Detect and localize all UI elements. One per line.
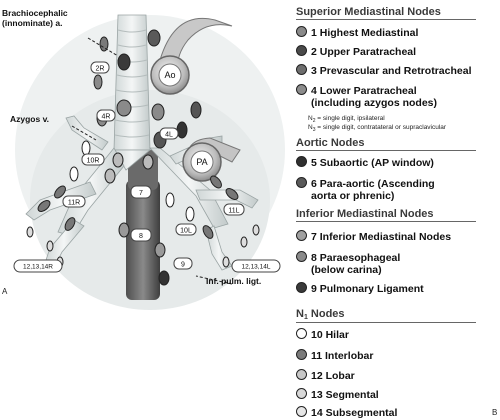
legend-item-7: 7 Inferior Mediastinal Nodes xyxy=(296,230,451,243)
tag-4r-box xyxy=(96,109,116,122)
legend-swatch xyxy=(296,349,307,360)
tag-10l-box xyxy=(175,223,197,236)
legend-swatch xyxy=(296,328,307,339)
legend-swatch xyxy=(296,230,307,241)
station-4r: 4R xyxy=(102,114,111,121)
station-tags xyxy=(13,61,281,273)
legend-item-11: 11 Interlobar xyxy=(296,349,373,362)
legend-item-2: 2 Upper Paratracheal xyxy=(296,45,416,58)
aorta xyxy=(150,17,233,95)
inf-pulm-ligt-label: Inf. pulm. ligt. xyxy=(206,276,262,286)
legend-swatch xyxy=(296,282,307,293)
pulmonary-artery xyxy=(182,137,241,182)
legend-swatch xyxy=(296,45,307,56)
legend-item-12: 12 Lobar xyxy=(296,369,355,382)
station-labels: 2R 4R 4L 10R 11R 10L 11L 7 8 9 12,13,14R… xyxy=(23,66,271,271)
station-2r: 2R xyxy=(96,66,105,73)
station-4l: 4L xyxy=(165,132,173,139)
legend-swatch xyxy=(296,369,307,380)
brachiocephalic-label: Brachiocephalic (innominate) a. xyxy=(2,8,68,28)
panel-letter-b: B xyxy=(492,408,498,417)
tag-11r-box xyxy=(62,195,86,208)
tag-12-13-14r-box xyxy=(13,259,63,273)
legend-swatch xyxy=(296,84,307,95)
legend-swatch xyxy=(296,156,307,167)
legend-swatch xyxy=(296,406,307,417)
legend-item-14: 14 Subsegmental xyxy=(296,406,397,419)
station-10l: 10L xyxy=(180,228,192,235)
station-11r: 11R xyxy=(68,200,80,207)
legend-item-9: 9 Pulmonary Ligament xyxy=(296,282,424,295)
azygos-label: Azygos v. xyxy=(10,114,50,124)
station-7: 7 xyxy=(139,190,143,197)
n2-note: N2 = single digit, ipsilateral xyxy=(308,115,385,124)
station-12-13-14r: 12,13,14R xyxy=(23,264,53,271)
tag-8-box xyxy=(130,228,152,242)
station-8: 8 xyxy=(139,233,143,240)
legend-swatch xyxy=(296,64,307,75)
legend-item-4: 4 Lower Paratracheal(including azygos no… xyxy=(296,84,437,109)
station-9: 9 xyxy=(181,262,185,269)
tag-9-box xyxy=(173,257,193,270)
legend-swatch xyxy=(296,251,307,262)
legend-swatch xyxy=(296,26,307,37)
legend-swatch xyxy=(296,388,307,399)
legend-item-13: 13 Segmental xyxy=(296,388,379,401)
aorta-label: Ao xyxy=(164,70,175,80)
n3-note: N3 = single digit, contratateral or supr… xyxy=(308,124,447,133)
tag-2r-box xyxy=(90,61,110,74)
panel-letter-a: A xyxy=(2,287,8,296)
section-inferior-mediastinal: Inferior Mediastinal Nodes xyxy=(296,208,476,222)
legend-swatch xyxy=(296,177,307,188)
station-10r: 10R xyxy=(87,158,100,165)
section-n1: N1 Nodes xyxy=(296,308,476,323)
tag-11l-box xyxy=(223,203,245,216)
tag-4l-box xyxy=(159,127,179,140)
legend-item-1: 1 Highest Mediastinal xyxy=(296,26,418,39)
station-12-13-14l: 12,13,14L xyxy=(242,264,271,271)
section-aortic: Aortic Nodes xyxy=(296,137,476,151)
station-11l: 11L xyxy=(228,208,239,215)
esophagus xyxy=(126,150,160,300)
tag-7-box xyxy=(130,185,152,199)
leader-lines xyxy=(71,37,233,285)
pa-label: PA xyxy=(196,157,207,167)
tag-12-13-14l-box xyxy=(231,259,281,273)
legend-item-8: 8 Paraesophageal(below carina) xyxy=(296,251,400,276)
tag-10r-box xyxy=(81,153,105,166)
section-superior-mediastinal: Superior Mediastinal Nodes xyxy=(296,6,476,20)
node-2r xyxy=(117,53,131,71)
node-4r xyxy=(116,99,132,117)
legend-item-5: 5 Subaortic (AP window) xyxy=(296,156,434,169)
legend-item-10: 10 Hilar xyxy=(296,328,349,341)
legend-item-3: 3 Prevascular and Retrotracheal xyxy=(296,64,472,77)
